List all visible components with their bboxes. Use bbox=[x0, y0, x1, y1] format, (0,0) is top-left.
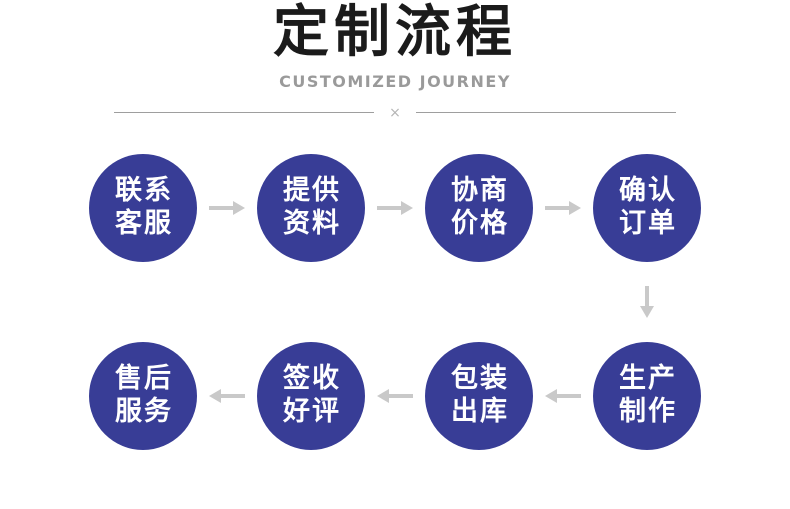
divider-line-right bbox=[415, 112, 677, 114]
step-label: 签收 bbox=[283, 362, 341, 394]
page-subtitle: CUSTOMIZED JOURNEY bbox=[279, 71, 511, 91]
step-label: 提供 bbox=[283, 174, 341, 206]
arrow-down-icon bbox=[593, 285, 701, 318]
step-label: 客服 bbox=[115, 207, 173, 239]
step-circle-sign-review: 签收 好评 bbox=[257, 341, 365, 450]
flow-row-2: 售后 服务 签收 好评 包装 出库 bbox=[89, 341, 701, 450]
step-circle-after-sales: 售后 服务 bbox=[89, 341, 197, 450]
step-label: 生产 bbox=[619, 362, 677, 394]
divider: × bbox=[114, 104, 677, 121]
step-label: 价格 bbox=[451, 207, 509, 239]
step-label: 出库 bbox=[451, 395, 509, 427]
divider-line-left bbox=[114, 112, 375, 114]
step-label: 协商 bbox=[451, 174, 509, 206]
x-divider-icon: × bbox=[389, 104, 401, 121]
step-label: 包装 bbox=[451, 362, 509, 394]
arrow-right-icon bbox=[197, 199, 257, 217]
step-circle-confirm-order: 确认 订单 bbox=[593, 153, 701, 262]
step-circle-contact-service: 联系 客服 bbox=[89, 153, 197, 262]
step-circle-production: 生产 制作 bbox=[593, 341, 701, 450]
page-title: 定制流程 bbox=[273, 0, 517, 65]
step-label: 好评 bbox=[283, 395, 341, 427]
flow-connector-row bbox=[89, 262, 701, 342]
header: 定制流程 CUSTOMIZED JOURNEY bbox=[0, 0, 790, 90]
step-label: 制作 bbox=[619, 395, 677, 427]
step-circle-provide-materials: 提供 资料 bbox=[257, 153, 365, 262]
step-label: 订单 bbox=[619, 207, 677, 239]
arrow-left-icon bbox=[197, 387, 257, 405]
flow-diagram: 联系 客服 提供 资料 协商 价格 bbox=[89, 153, 701, 450]
flow-row-1: 联系 客服 提供 资料 协商 价格 bbox=[89, 153, 701, 262]
arrow-left-icon bbox=[365, 387, 425, 405]
step-label: 服务 bbox=[115, 395, 173, 427]
step-circle-pack-ship: 包装 出库 bbox=[425, 341, 533, 450]
step-label: 资料 bbox=[283, 207, 341, 239]
step-circle-negotiate-price: 协商 价格 bbox=[425, 153, 533, 262]
step-label: 确认 bbox=[619, 174, 677, 206]
step-label: 联系 bbox=[115, 174, 173, 206]
arrow-left-icon bbox=[533, 387, 593, 405]
arrow-right-icon bbox=[365, 199, 425, 217]
arrow-right-icon bbox=[533, 199, 593, 217]
step-label: 售后 bbox=[115, 362, 173, 394]
